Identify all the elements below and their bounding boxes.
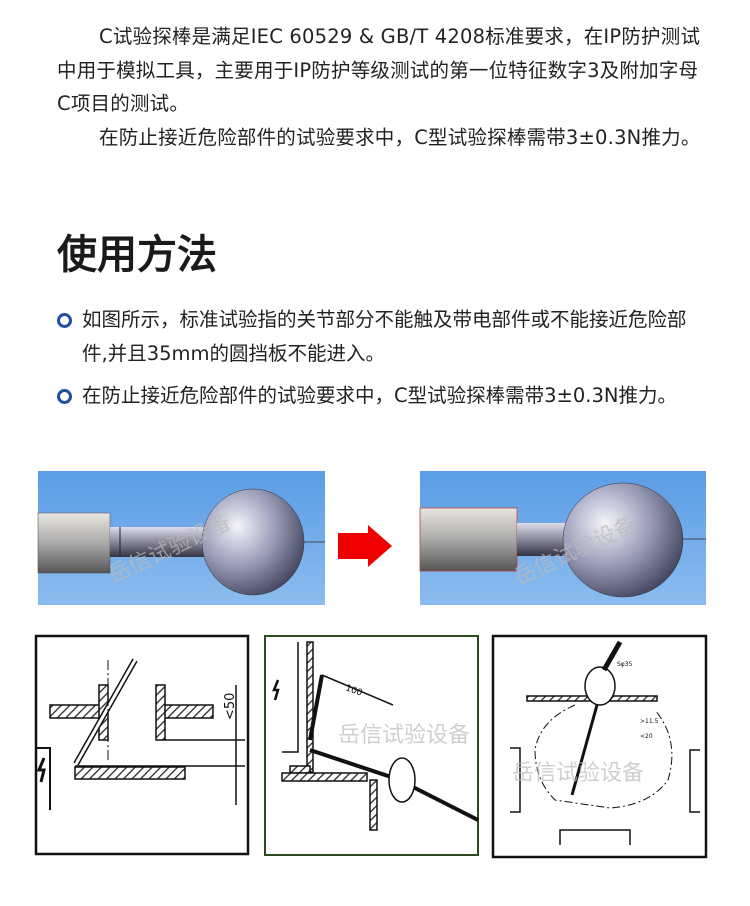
diagram-sphere-gap: 100 岳信试验设备: [264, 635, 479, 856]
watermark: 岳信试验设备: [512, 761, 644, 786]
probe-photo-before: 岳信试验设备: [37, 471, 325, 605]
bullet-text: 在防止接近危险部件的试验要求中，C型试验探棒需带3±0.3N推力。: [82, 384, 677, 407]
probe-photo-after: 岳信试验设备: [419, 471, 706, 605]
dimension-label: Sφ35: [617, 661, 633, 668]
test-diagrams: <50 100 岳信试验设备 Sφ35 >11.5 <20 岳信试验设备: [34, 634, 708, 859]
dimension-label: <20: [640, 733, 653, 740]
probe-photos: 岳信试验设备 岳信试验设备: [37, 471, 706, 605]
intro-text-1: C试验探棒是满足IEC 60529 & GB/T 4208标准要求，在IP防护测…: [57, 25, 701, 115]
diagram-sphere-barrier: Sφ35 >11.5 <20 岳信试验设备: [491, 634, 708, 859]
dimension-label: 100: [344, 683, 364, 698]
intro: C试验探棒是满足IEC 60529 & GB/T 4208标准要求，在IP防护测…: [57, 20, 707, 154]
watermark: 岳信试验设备: [338, 723, 470, 748]
intro-paragraph-1: C试验探棒是满足IEC 60529 & GB/T 4208标准要求，在IP防护测…: [57, 20, 707, 121]
bullet-item-1: 如图所示，标准试验指的关节部分不能触及带电部件或不能接近危险部件,并且35mm的…: [57, 303, 707, 371]
intro-paragraph-2: 在防止接近危险部件的试验要求中，C型试验探棒需带3±0.3N推力。: [57, 121, 707, 155]
arrow-right-icon: [338, 525, 392, 567]
dimension-label: >11.5: [640, 718, 659, 725]
bullet-list: 如图所示，标准试验指的关节部分不能触及带电部件或不能接近危险部件,并且35mm的…: [57, 303, 707, 421]
diagram-finger-joint: <50: [34, 634, 250, 856]
bullet-item-2: 在防止接近危险部件的试验要求中，C型试验探棒需带3±0.3N推力。: [57, 379, 707, 413]
bullet-text: 如图所示，标准试验指的关节部分不能触及带电部件或不能接近危险部件,并且35mm的…: [82, 308, 687, 365]
intro-text-2: 在防止接近危险部件的试验要求中，C型试验探棒需带3±0.3N推力。: [99, 125, 701, 149]
dimension-label: <50: [223, 693, 238, 720]
bullet-circle-icon: [57, 389, 72, 404]
section-title: 使用方法: [57, 232, 217, 278]
bullet-circle-icon: [57, 313, 72, 328]
